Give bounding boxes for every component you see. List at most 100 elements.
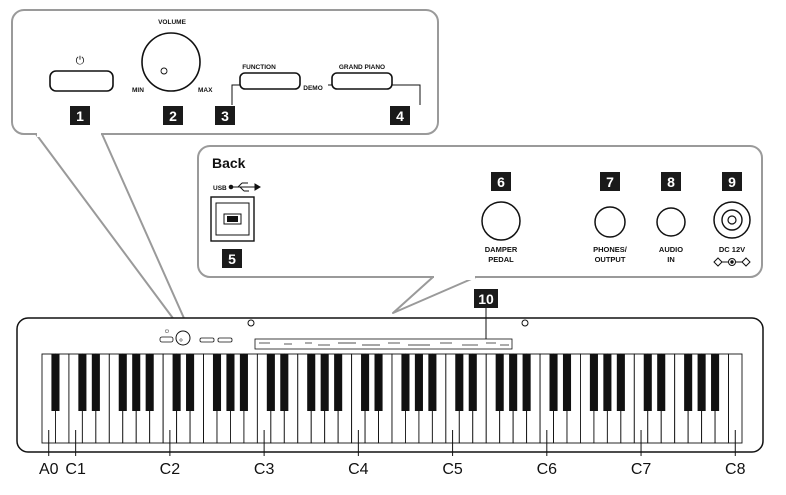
mini-volume-knob[interactable] xyxy=(175,330,191,346)
function-button[interactable] xyxy=(239,72,301,90)
badge-6-number: 6 xyxy=(497,174,505,190)
black-key[interactable] xyxy=(239,354,248,411)
power-symbol: ⏻ xyxy=(76,55,85,67)
black-key[interactable] xyxy=(401,354,410,411)
note-label-c8: C8 xyxy=(725,461,746,478)
back-callout-join-mask xyxy=(434,270,475,280)
black-key[interactable] xyxy=(361,354,370,411)
badge-9: 9 xyxy=(722,172,742,191)
black-key[interactable] xyxy=(374,354,383,411)
badge-7-number: 7 xyxy=(606,174,614,190)
black-key[interactable] xyxy=(711,354,720,411)
right-screw xyxy=(521,319,529,327)
badge-10-number: 10 xyxy=(478,291,494,307)
black-key[interactable] xyxy=(118,354,127,411)
badge-4-number: 4 xyxy=(396,108,404,124)
black-key[interactable] xyxy=(697,354,706,411)
black-key[interactable] xyxy=(549,354,558,411)
volume-knob-indicator xyxy=(160,67,168,75)
black-key[interactable] xyxy=(226,354,235,411)
note-label-c3: C3 xyxy=(254,461,275,478)
black-key[interactable] xyxy=(562,354,572,411)
black-key[interactable] xyxy=(91,354,100,411)
grand-piano-button[interactable] xyxy=(331,72,393,90)
volume-knob[interactable] xyxy=(141,32,201,92)
function-label: FUNCTION xyxy=(242,64,276,71)
black-key[interactable] xyxy=(51,354,60,411)
badge-5-number: 5 xyxy=(228,251,236,267)
note-label-c7: C7 xyxy=(631,461,652,478)
phones-output-jack[interactable] xyxy=(594,206,626,238)
key-legend-strip xyxy=(254,338,513,350)
keyboard xyxy=(41,353,743,444)
back-panel-title: Back xyxy=(212,155,246,171)
black-key[interactable] xyxy=(132,354,141,411)
badge-8: 8 xyxy=(661,172,681,191)
note-label-c1: C1 xyxy=(65,461,86,478)
black-key[interactable] xyxy=(657,354,666,411)
usb-label: USB xyxy=(213,185,227,192)
audio-in-jack[interactable] xyxy=(656,207,686,237)
black-key[interactable] xyxy=(172,354,181,411)
dc-jack-pin xyxy=(727,215,737,225)
black-key[interactable] xyxy=(428,354,437,411)
black-key[interactable] xyxy=(414,354,423,411)
black-key[interactable] xyxy=(589,354,598,411)
badge-3: 3 xyxy=(215,106,235,125)
dc-polarity-icon xyxy=(713,257,751,267)
black-key[interactable] xyxy=(603,354,612,411)
top-callout-join-mask xyxy=(37,125,101,137)
mini-function-button[interactable] xyxy=(199,337,215,343)
dc-label: DC 12V xyxy=(719,245,745,254)
black-key[interactable] xyxy=(212,354,222,411)
black-key[interactable] xyxy=(266,354,275,411)
demo-label: DEMO xyxy=(303,85,323,92)
black-key[interactable] xyxy=(320,354,329,411)
black-key[interactable] xyxy=(643,354,652,411)
black-key[interactable] xyxy=(468,354,477,411)
badge-8-number: 8 xyxy=(667,174,675,190)
black-key[interactable] xyxy=(684,354,693,411)
back-callout-pointer xyxy=(392,276,477,314)
black-key[interactable] xyxy=(78,354,87,411)
note-label-c4: C4 xyxy=(348,461,369,478)
volume-min-label: MIN xyxy=(132,87,144,94)
mini-power-symbol: ⏻ xyxy=(165,329,169,335)
damper-pedal-jack[interactable] xyxy=(481,201,521,241)
power-button[interactable] xyxy=(49,70,114,92)
black-key[interactable] xyxy=(522,354,531,411)
black-key[interactable] xyxy=(509,354,518,411)
black-key[interactable] xyxy=(145,354,154,411)
badge-10: 10 xyxy=(474,289,498,308)
damper-pedal-label-line1: DAMPER xyxy=(485,245,518,254)
white-key[interactable] xyxy=(728,353,743,444)
top-panel-callout: ⏻ VOLUME MIN MAX FUNCTION GRAND PIANO DE… xyxy=(11,9,439,326)
note-label-c6: C6 xyxy=(537,461,558,478)
black-key[interactable] xyxy=(334,354,343,411)
usb-port-contact-fill xyxy=(227,216,238,222)
black-key[interactable] xyxy=(280,354,289,411)
top-panel-box xyxy=(11,9,439,135)
black-key[interactable] xyxy=(455,354,464,411)
badge-1-number: 1 xyxy=(76,108,84,124)
grand-piano-label: GRAND PIANO xyxy=(339,64,385,71)
black-key[interactable] xyxy=(186,354,195,411)
left-screw xyxy=(247,319,255,327)
badge-5: 5 xyxy=(222,249,242,268)
badge-2-number: 2 xyxy=(169,108,177,124)
audio-in-label-line2: IN xyxy=(667,255,675,264)
top-callout-pointer xyxy=(35,133,188,326)
badge-9-number: 9 xyxy=(728,174,736,190)
black-key[interactable] xyxy=(616,354,625,411)
piano-body: ⏻ xyxy=(16,307,764,453)
mini-volume-indicator xyxy=(179,338,183,342)
mini-grand-piano-button[interactable] xyxy=(217,337,233,343)
phones-output-label-line1: PHONES/ xyxy=(593,245,628,254)
badge-6: 6 xyxy=(491,172,511,191)
black-key[interactable] xyxy=(307,354,316,411)
damper-pedal-label-line2: PEDAL xyxy=(488,255,514,264)
mini-power-button[interactable] xyxy=(159,336,174,343)
note-label-a0: A0 xyxy=(39,461,59,478)
black-key[interactable] xyxy=(495,354,504,411)
